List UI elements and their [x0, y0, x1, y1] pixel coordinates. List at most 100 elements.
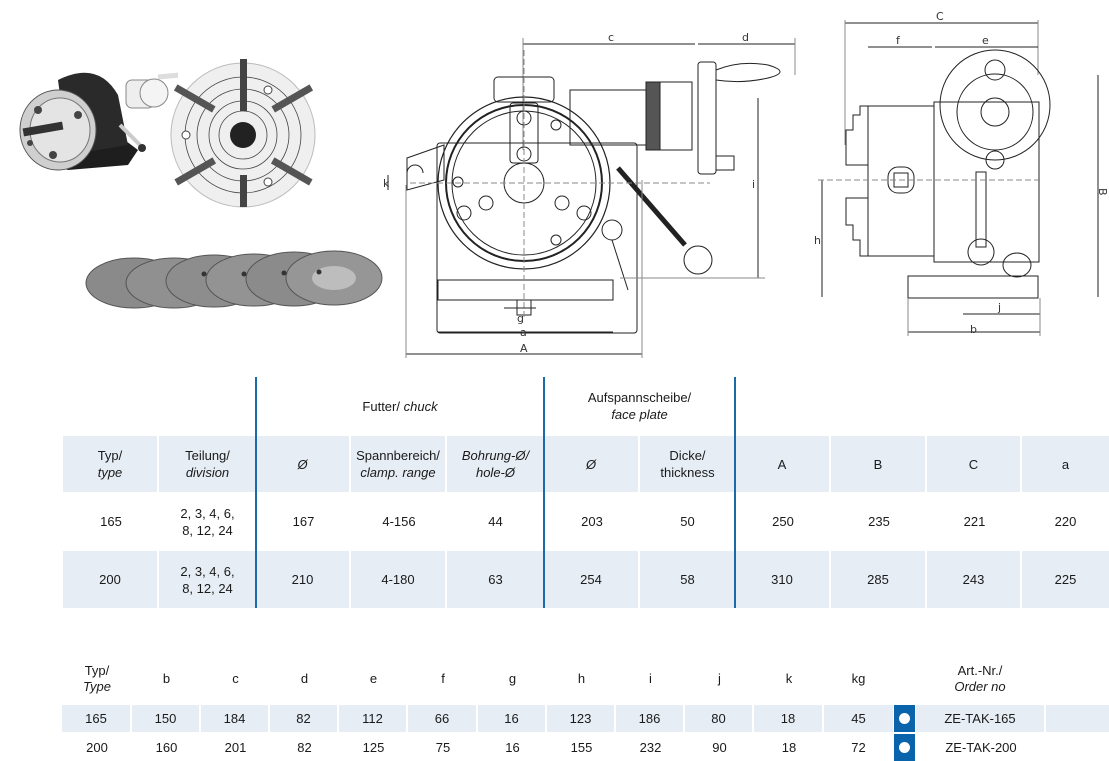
header-hole-en: hole-Ø	[475, 465, 515, 480]
cell-c: 184	[201, 705, 270, 732]
header-clamp-range: Spannbereich/clamp. range	[351, 436, 447, 492]
cell-a: 225	[1022, 551, 1109, 608]
header-division: Teilung/division	[159, 436, 256, 492]
cell-e: 112	[339, 705, 408, 732]
cell-chuck-diameter: 210	[256, 551, 351, 608]
cell-chuck-diameter: 167	[292, 514, 315, 529]
cell-B: 235	[868, 514, 890, 529]
dim-label-A: A	[520, 342, 528, 355]
cell-hole-diameter: 63	[447, 551, 544, 608]
cell-division-line1: 2, 3, 4, 6,	[180, 563, 235, 579]
cell-hole-diameter: 44	[488, 514, 503, 529]
cell-d: 82	[270, 705, 339, 732]
group-header-chuck: Futter/ chuck	[256, 398, 544, 415]
header-plate-diameter-label: Ø	[585, 456, 597, 472]
cell-thickness: 50	[680, 514, 695, 529]
cell-j: 80	[685, 705, 754, 732]
dim-label-f: f	[896, 34, 901, 47]
header-division-en: division	[185, 465, 230, 480]
header-division-de: Teilung/	[185, 448, 230, 463]
header-type-en: Type	[83, 679, 111, 694]
front-view-drawing: c d k	[380, 20, 820, 365]
header-a: a	[1022, 436, 1109, 492]
group-chuck-en: chuck	[403, 399, 438, 414]
dim-label-a: a	[520, 326, 527, 339]
dividing-head-photo	[8, 55, 178, 180]
header-clamp-en: clamp. range	[360, 465, 436, 480]
bullet-icon	[899, 713, 910, 724]
cell-B: 285	[831, 551, 927, 608]
cell-e: 125	[362, 739, 385, 755]
header-C-label: C	[968, 456, 979, 472]
header-hole-diameter: Bohrung-Ø/hole-Ø	[447, 436, 544, 492]
header-g: g	[508, 671, 517, 686]
header-e: e	[369, 671, 378, 686]
header-type: Typ/Type	[62, 660, 132, 698]
cell-division-line2: 8, 12, 24	[182, 522, 233, 538]
group-divider	[255, 377, 257, 608]
cell-A: 310	[735, 551, 831, 608]
cell-b: 160	[155, 739, 178, 755]
index-plates-photo	[84, 248, 384, 318]
header-chuck-diameter: Ø	[256, 436, 351, 492]
group-divider	[543, 377, 545, 608]
dim-label-e: e	[982, 34, 989, 47]
header-A-label: A	[777, 456, 787, 472]
cell-kg: 45	[824, 705, 893, 732]
header-a-label: a	[1061, 456, 1070, 472]
header-hole-de: Bohrung-Ø/	[461, 448, 530, 463]
header-C: C	[927, 436, 1022, 492]
cell-plate-diameter: 203	[581, 514, 603, 529]
dim-label-j: j	[997, 301, 1001, 314]
dim-label-c: c	[608, 31, 614, 44]
cell-h: 155	[570, 739, 593, 755]
header-j: j	[718, 671, 721, 686]
bullet-icon	[899, 742, 910, 753]
cell-thickness: 58	[640, 551, 735, 608]
header-b: b	[162, 671, 171, 686]
header-i: i	[649, 671, 652, 686]
group-divider	[734, 377, 736, 608]
header-clamp-de: Spannbereich/	[356, 448, 440, 463]
header-h: h	[577, 671, 586, 686]
cell-plate-diameter: 254	[544, 551, 640, 608]
cell-type: 200	[63, 551, 159, 608]
cell-h: 123	[547, 705, 616, 732]
header-d: d	[300, 671, 309, 686]
cell-division-line2: 8, 12, 24	[182, 580, 233, 596]
group-header-faceplate: Aufspannscheibe/ face plate	[544, 389, 735, 423]
cell-type: 165	[100, 514, 122, 529]
header-type-en: type	[97, 465, 123, 480]
header-order-no: Art.-Nr./Order no	[915, 660, 1045, 698]
cell-i: 186	[616, 705, 685, 732]
group-faceplate-de: Aufspannscheibe/	[587, 390, 692, 405]
order-marker	[894, 734, 915, 761]
header-B: B	[831, 436, 927, 492]
cell-k: 18	[781, 739, 797, 755]
dim-label-b: b	[970, 323, 977, 336]
cell-clamp-range: 4-180	[351, 551, 447, 608]
header-c: c	[232, 671, 239, 686]
header-A: A	[735, 436, 831, 492]
cell-i: 232	[639, 739, 662, 755]
group-faceplate-en: face plate	[611, 407, 668, 422]
header-order-de: Art.-Nr./	[957, 663, 1003, 678]
dim-label-i: i	[752, 178, 755, 191]
cell-f: 66	[408, 705, 478, 732]
header-chuck-diameter-label: Ø	[297, 456, 308, 472]
cell-b: 150	[132, 705, 201, 732]
header-order-en: Order no	[954, 679, 1006, 694]
cell-type: 165	[62, 705, 132, 732]
dim-label-d: d	[742, 31, 749, 44]
cell-g: 16	[478, 705, 547, 732]
cell-clamp-range: 4-156	[382, 514, 416, 529]
cell-C: 221	[963, 514, 986, 529]
header-type: Typ/type	[63, 436, 159, 492]
header-f: f	[441, 671, 445, 686]
dim-label-C: C	[936, 10, 944, 23]
header-type-de: Typ/	[84, 663, 110, 678]
dim-label-g: g	[517, 312, 524, 325]
dim-label-h: h	[814, 234, 821, 247]
order-marker	[894, 705, 915, 732]
cell-kg: 72	[851, 739, 866, 755]
